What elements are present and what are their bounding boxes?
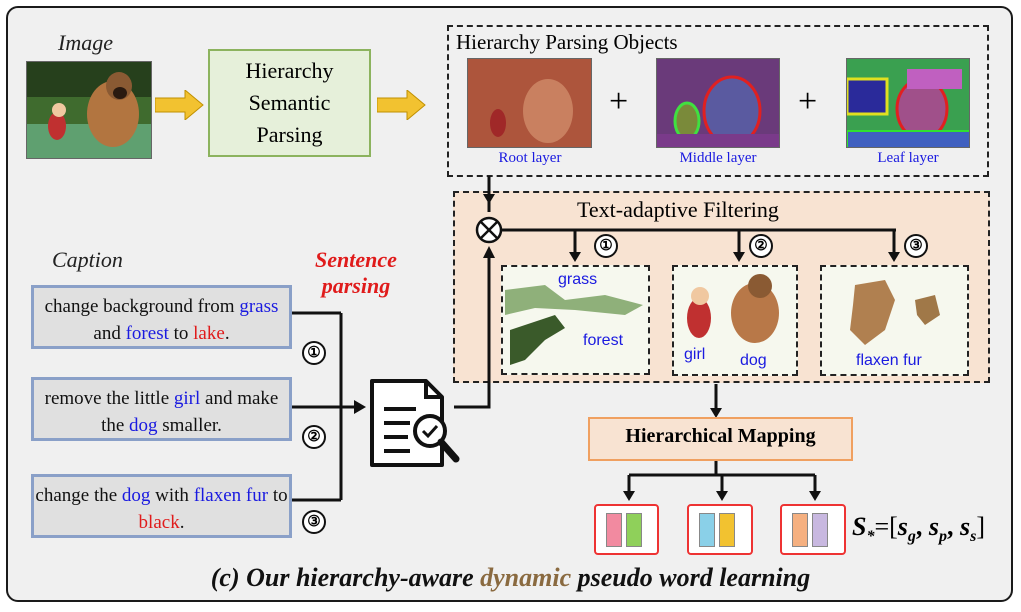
formula-s: S [852,512,867,541]
formula-sg-sub: g [907,528,916,546]
embedding-box-global [594,504,659,555]
filtering-title: Text-adaptive Filtering [577,197,779,222]
caption-1-text-part: and [93,323,126,344]
plus-sign-2: + [798,83,818,120]
flow-arrow-2 [377,90,426,120]
crop-1-label-forest: forest [583,332,624,349]
hierarchy-semantic-parsing-box [208,49,371,157]
caption-3-text-part: black [138,512,180,533]
caption-marker-2: ② [302,425,326,449]
formula-ss-sub: s [970,528,977,546]
formula-eq: =[ [874,512,898,541]
caption-1-text-part: lake [193,323,225,344]
filter-marker-2: ② [749,234,773,258]
crop-2-label-dog: dog [740,352,767,369]
leaf-layer-label: Leaf layer [877,150,939,166]
caption-label: Caption [52,247,123,272]
caption-2-text-part: remove the little [44,388,174,409]
filter-marker-1: ① [594,234,618,258]
crop-1-shapes [505,285,643,365]
root-layer-image [467,58,592,148]
figure-caption-title: (c) Our hierarchy-aware dynamic pseudo w… [0,563,1021,593]
crop-1-label-grass: grass [558,271,598,288]
otimes-fusion-icon [477,218,501,242]
input-photo [26,61,152,159]
crop-3-label-flaxen-fur: flaxen fur [856,352,922,369]
formula-sp: s [928,512,940,541]
formula-sg: s [897,512,908,541]
caption-1-text-part: . [224,323,230,344]
flow-arrow-1 [155,90,204,120]
crop-2-shapes [687,274,779,343]
footer-part-2: pseudo word learning [571,563,811,592]
caption-3-text-part: to [268,485,288,506]
crop-3-shapes [850,280,940,345]
crop-3-flaxen-fur [820,265,969,376]
sentence-parsing-label: Sentence parsing [315,247,397,298]
leaf-layer-image [846,58,970,148]
caption-2-text-part: girl [173,388,201,409]
caption-2-text-part: smaller. [157,415,222,436]
parser-box-label: Hierarchy Semantic Parsing [245,58,334,147]
embedding-box-style [780,504,846,555]
hierarchical-mapping-label: Hierarchical Mapping [625,425,816,447]
formula-sp-sub: p [939,528,948,546]
caption-3-text-part: dog [121,485,151,506]
caption-2-text-part: and make the [101,388,279,436]
pseudo-word-formula: S*=[sg, sp, ss] [852,512,986,546]
footer-part-1: (c) Our hierarchy-aware [210,563,481,592]
caption-2-text-part: dog [129,415,158,436]
formula-sub: * [866,528,875,546]
caption-box-2: remove the little girl and make the dog … [31,377,292,441]
formula-close: ] [976,512,986,541]
caption-1-text-part: grass [239,296,279,317]
parsing-objects-title: Hierarchy Parsing Objects [456,30,678,54]
plus-sign-1: + [609,83,629,120]
caption-1-text-part: forest [125,323,169,344]
caption-1-text-part: to [168,323,194,344]
caption-marker-3: ③ [302,510,326,534]
caption-marker-1: ① [302,341,326,365]
footer-dynamic: dynamic [480,563,572,592]
parsing-objects-panel [447,25,989,177]
embedding-box-part [687,504,753,555]
caption-3-text-part: flaxen fur [193,485,269,506]
caption-1-text-part: change background from [44,296,240,317]
image-label: Image [58,30,113,55]
formula-ss: s [960,512,971,541]
hierarchical-mapping-box [588,417,853,461]
crop-2-label-girl: girl [684,346,706,363]
caption-3-text-part: change the [35,485,122,506]
root-layer-label: Root layer [498,150,562,166]
caption-box-3: change the dog with flaxen fur to black. [31,474,292,538]
document-search-icon [370,379,460,467]
middle-layer-label: Middle layer [679,150,757,166]
filter-marker-3: ③ [904,234,928,258]
caption-3-text-part: . [179,512,185,533]
middle-layer-image [656,58,780,148]
caption-3-text-part: with [150,485,194,506]
caption-box-1: change background from grass and forest … [31,285,292,349]
